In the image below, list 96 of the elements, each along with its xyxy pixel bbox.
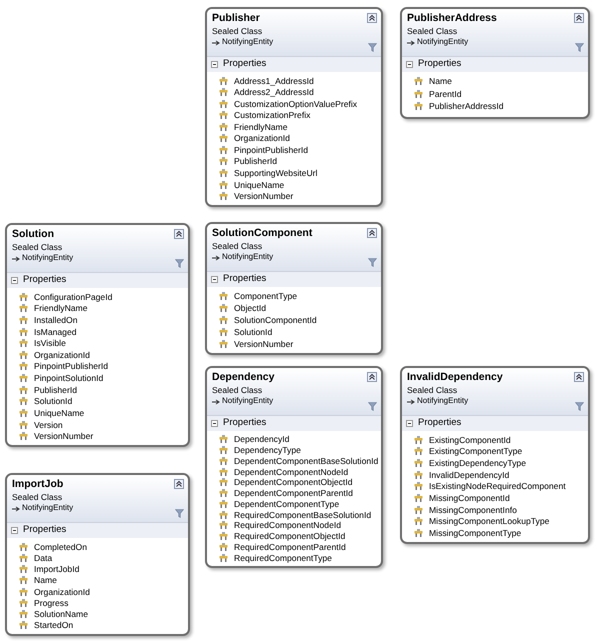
property-name: PinpointPublisherId xyxy=(234,144,308,155)
property-name: DependentComponentBaseSolutionId xyxy=(234,456,378,466)
property-name: ExistingDependencyType xyxy=(429,458,526,468)
property-name: VersionNumber xyxy=(234,339,294,349)
property-name: MissingComponentInfo xyxy=(429,504,517,515)
property-name: FriendlyName xyxy=(34,303,88,314)
class-name: InvalidDependency xyxy=(407,371,503,383)
class-box xyxy=(5,473,190,636)
property-name: DependentComponentNodeId xyxy=(234,466,348,477)
property-name: ImportJobId xyxy=(34,564,80,574)
property-name: MissingComponentType xyxy=(429,528,522,538)
class-box xyxy=(205,222,383,355)
class-box xyxy=(400,366,590,544)
class-box xyxy=(400,7,590,119)
property-name: IsExistingNodeRequiredComponent xyxy=(429,481,566,492)
property-name: Progress xyxy=(34,598,68,608)
property-name: SolutionName xyxy=(34,609,88,620)
section-title: Properties xyxy=(418,58,462,69)
property-name: SolutionId xyxy=(234,327,272,337)
section-title: Properties xyxy=(223,273,266,284)
property-name: OrganizationId xyxy=(234,133,290,144)
property-name: ConfigurationPageId xyxy=(34,292,112,302)
property-name: PublisherId xyxy=(34,384,77,395)
class-box xyxy=(205,366,383,568)
property-name: Data xyxy=(34,552,52,563)
class-kind: Sealed Class xyxy=(212,26,262,36)
property-name: DependencyId xyxy=(234,434,290,444)
property-name: OrganizationId xyxy=(34,586,90,597)
property-name: PublisherId xyxy=(234,156,277,166)
class-kind: Sealed Class xyxy=(407,385,458,395)
property-name: ParentId xyxy=(429,88,462,99)
class-kind: Sealed Class xyxy=(212,241,262,251)
property-name: Address1_AddressId xyxy=(234,76,314,86)
property-name: RequiredComponentBaseSolutionId xyxy=(234,510,372,520)
class-kind: Sealed Class xyxy=(12,492,62,502)
property-name: RequiredComponentParentId xyxy=(234,542,346,552)
base-class-name: NotifyingEntity xyxy=(222,252,274,261)
property-name: IsVisible xyxy=(34,338,66,348)
property-name: ObjectId xyxy=(234,303,266,313)
property-name: InstalledOn xyxy=(34,315,78,326)
property-name: InvalidDependencyId xyxy=(429,470,510,480)
base-class-name: NotifyingEntity xyxy=(222,37,274,46)
property-name: CustomizationOptionValuePrefix xyxy=(234,98,358,109)
section-title: Properties xyxy=(418,417,462,428)
section-title: Properties xyxy=(223,417,266,428)
property-name: RequiredComponentType xyxy=(234,552,332,563)
class-name: PublisherAddress xyxy=(407,12,497,24)
class-name: SolutionComponent xyxy=(212,227,312,239)
class-name: ImportJob xyxy=(12,478,64,490)
property-name: FriendlyName xyxy=(234,122,288,132)
class-name: Dependency xyxy=(212,371,274,383)
base-class-name: NotifyingEntity xyxy=(417,396,468,405)
section-title: Properties xyxy=(223,58,266,69)
property-name: PinpointSolutionId xyxy=(34,373,104,384)
property-name: SolutionId xyxy=(34,396,72,406)
property-name: Version xyxy=(34,420,63,430)
property-name: SolutionComponentId xyxy=(234,315,317,325)
property-name: MissingComponentLookupType xyxy=(429,516,550,526)
class-kind: Sealed Class xyxy=(407,26,458,36)
property-name: ExistingComponentType xyxy=(429,446,522,456)
property-name: PublisherAddressId xyxy=(429,101,504,112)
property-name: Name xyxy=(34,575,57,586)
property-name: VersionNumber xyxy=(234,191,294,202)
property-name: UniqueName xyxy=(234,180,284,190)
class-kind: Sealed Class xyxy=(12,242,62,252)
property-name: RequiredComponentObjectId xyxy=(234,531,346,542)
section-title: Properties xyxy=(23,274,66,285)
class-box xyxy=(5,223,190,447)
section-title: Properties xyxy=(23,524,66,535)
base-class-name: NotifyingEntity xyxy=(222,396,274,405)
base-class-name: NotifyingEntity xyxy=(417,37,468,46)
property-name: CompletedOn xyxy=(34,542,88,552)
base-class-name: NotifyingEntity xyxy=(22,503,74,512)
property-name: ComponentType xyxy=(234,291,298,301)
property-name: Name xyxy=(429,76,452,86)
property-name: MissingComponentId xyxy=(429,493,510,504)
property-name: OrganizationId xyxy=(34,350,90,360)
property-name: PinpointPublisherId xyxy=(34,361,108,372)
property-name: StartedOn xyxy=(34,620,74,630)
property-name: SupportingWebsiteUrl xyxy=(234,168,318,178)
property-name: UniqueName xyxy=(34,408,84,418)
property-name: DependencyType xyxy=(234,445,301,456)
property-name: VersionNumber xyxy=(34,431,94,442)
class-box xyxy=(205,7,383,207)
property-name: DependentComponentType xyxy=(234,498,340,509)
property-name: CustomizationPrefix xyxy=(234,110,310,120)
property-name: DependentComponentParentId xyxy=(234,488,353,498)
property-name: Address2_AddressId xyxy=(234,87,314,98)
class-kind: Sealed Class xyxy=(212,385,262,395)
property-name: RequiredComponentNodeId xyxy=(234,520,342,530)
property-name: ExistingComponentId xyxy=(429,434,511,445)
class-name: Publisher xyxy=(212,12,260,24)
class-name: Solution xyxy=(12,228,54,240)
property-name: IsManaged xyxy=(34,326,77,337)
property-name: DependentComponentObjectId xyxy=(234,477,352,488)
base-class-name: NotifyingEntity xyxy=(22,253,74,262)
